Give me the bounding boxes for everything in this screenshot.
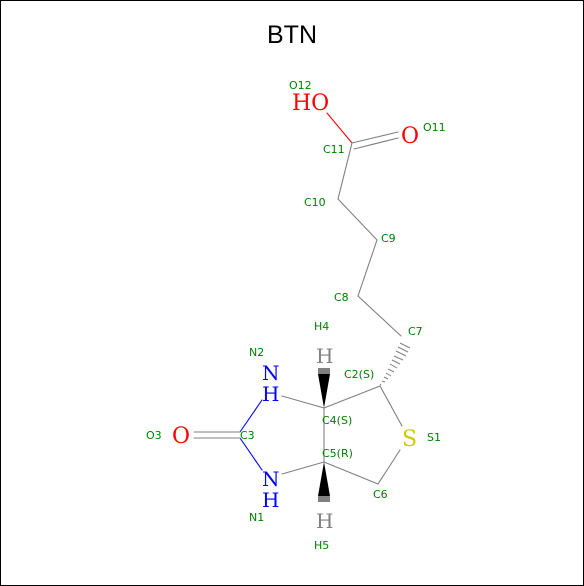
bond-n1-c3 [239, 437, 263, 471]
bond-c5-n1 [281, 461, 325, 475]
bond-s1-c6 [377, 449, 401, 485]
label-c4: C4(S) [322, 414, 352, 427]
bond-c8-c7 [357, 295, 402, 337]
atom-o3-symbol: O [172, 424, 190, 449]
label-o3: O3 [146, 429, 162, 442]
bond-c2-c4 [323, 385, 381, 409]
label-h4: H4 [314, 320, 329, 333]
label-h5: H5 [314, 539, 329, 552]
atom-h4-symbol: H [316, 344, 333, 368]
atom-s1-symbol: S [402, 427, 417, 452]
bond-c11-o11-a [351, 131, 399, 144]
label-c7: C7 [408, 325, 423, 338]
wedge-c4-h4-tip [318, 368, 330, 374]
bonds [193, 112, 403, 485]
wedge-c4-h4 [318, 374, 330, 408]
label-n2: N2 [249, 346, 264, 359]
label-c2: C2(S) [344, 368, 374, 381]
bond-n2-c3 [239, 399, 263, 433]
label-c11: C11 [323, 143, 345, 156]
bond-c10-c9 [337, 198, 378, 241]
label-c9: C9 [381, 232, 396, 245]
atom-n1-symbol: N [262, 467, 280, 491]
label-o12: O12 [289, 79, 312, 92]
label-c10: C10 [304, 196, 326, 209]
bond-c9-c8 [357, 239, 378, 297]
bond-o12-c11 [326, 112, 353, 144]
molecule-title: BTN [267, 21, 317, 49]
label-c6: C6 [373, 488, 388, 501]
atom-n2-symbol: N [262, 361, 280, 385]
wedge-c5-h5 [318, 462, 330, 496]
label-c8: C8 [334, 291, 349, 304]
label-c5: C5(R) [322, 447, 353, 460]
atom-symbols: HO O O N H N H S H H [172, 91, 419, 533]
bond-c6-c5 [323, 461, 379, 485]
atom-name-labels: O12 O11 C11 C10 C9 C8 C7 H4 N2 C2(S) C4(… [146, 79, 446, 552]
atom-h5-symbol: H [316, 509, 333, 533]
atom-o11-symbol: O [401, 124, 419, 149]
hashed-bond-c2-c7 [379, 342, 411, 386]
bond-c11-c10 [337, 142, 353, 200]
bond-c11-o11-b [353, 137, 399, 150]
label-n1: N1 [249, 511, 264, 524]
atom-n1-h: H [262, 488, 279, 512]
label-c3: C3 [240, 429, 255, 442]
atom-n2-h: H [262, 382, 279, 406]
bond-c4-n2 [281, 395, 325, 409]
label-s1: S1 [427, 431, 441, 444]
wedge-c5-h5-tip [318, 496, 330, 502]
atom-o12-symbol: HO [292, 91, 329, 116]
label-o11: O11 [423, 121, 446, 134]
bond-c2-s1 [379, 385, 403, 427]
